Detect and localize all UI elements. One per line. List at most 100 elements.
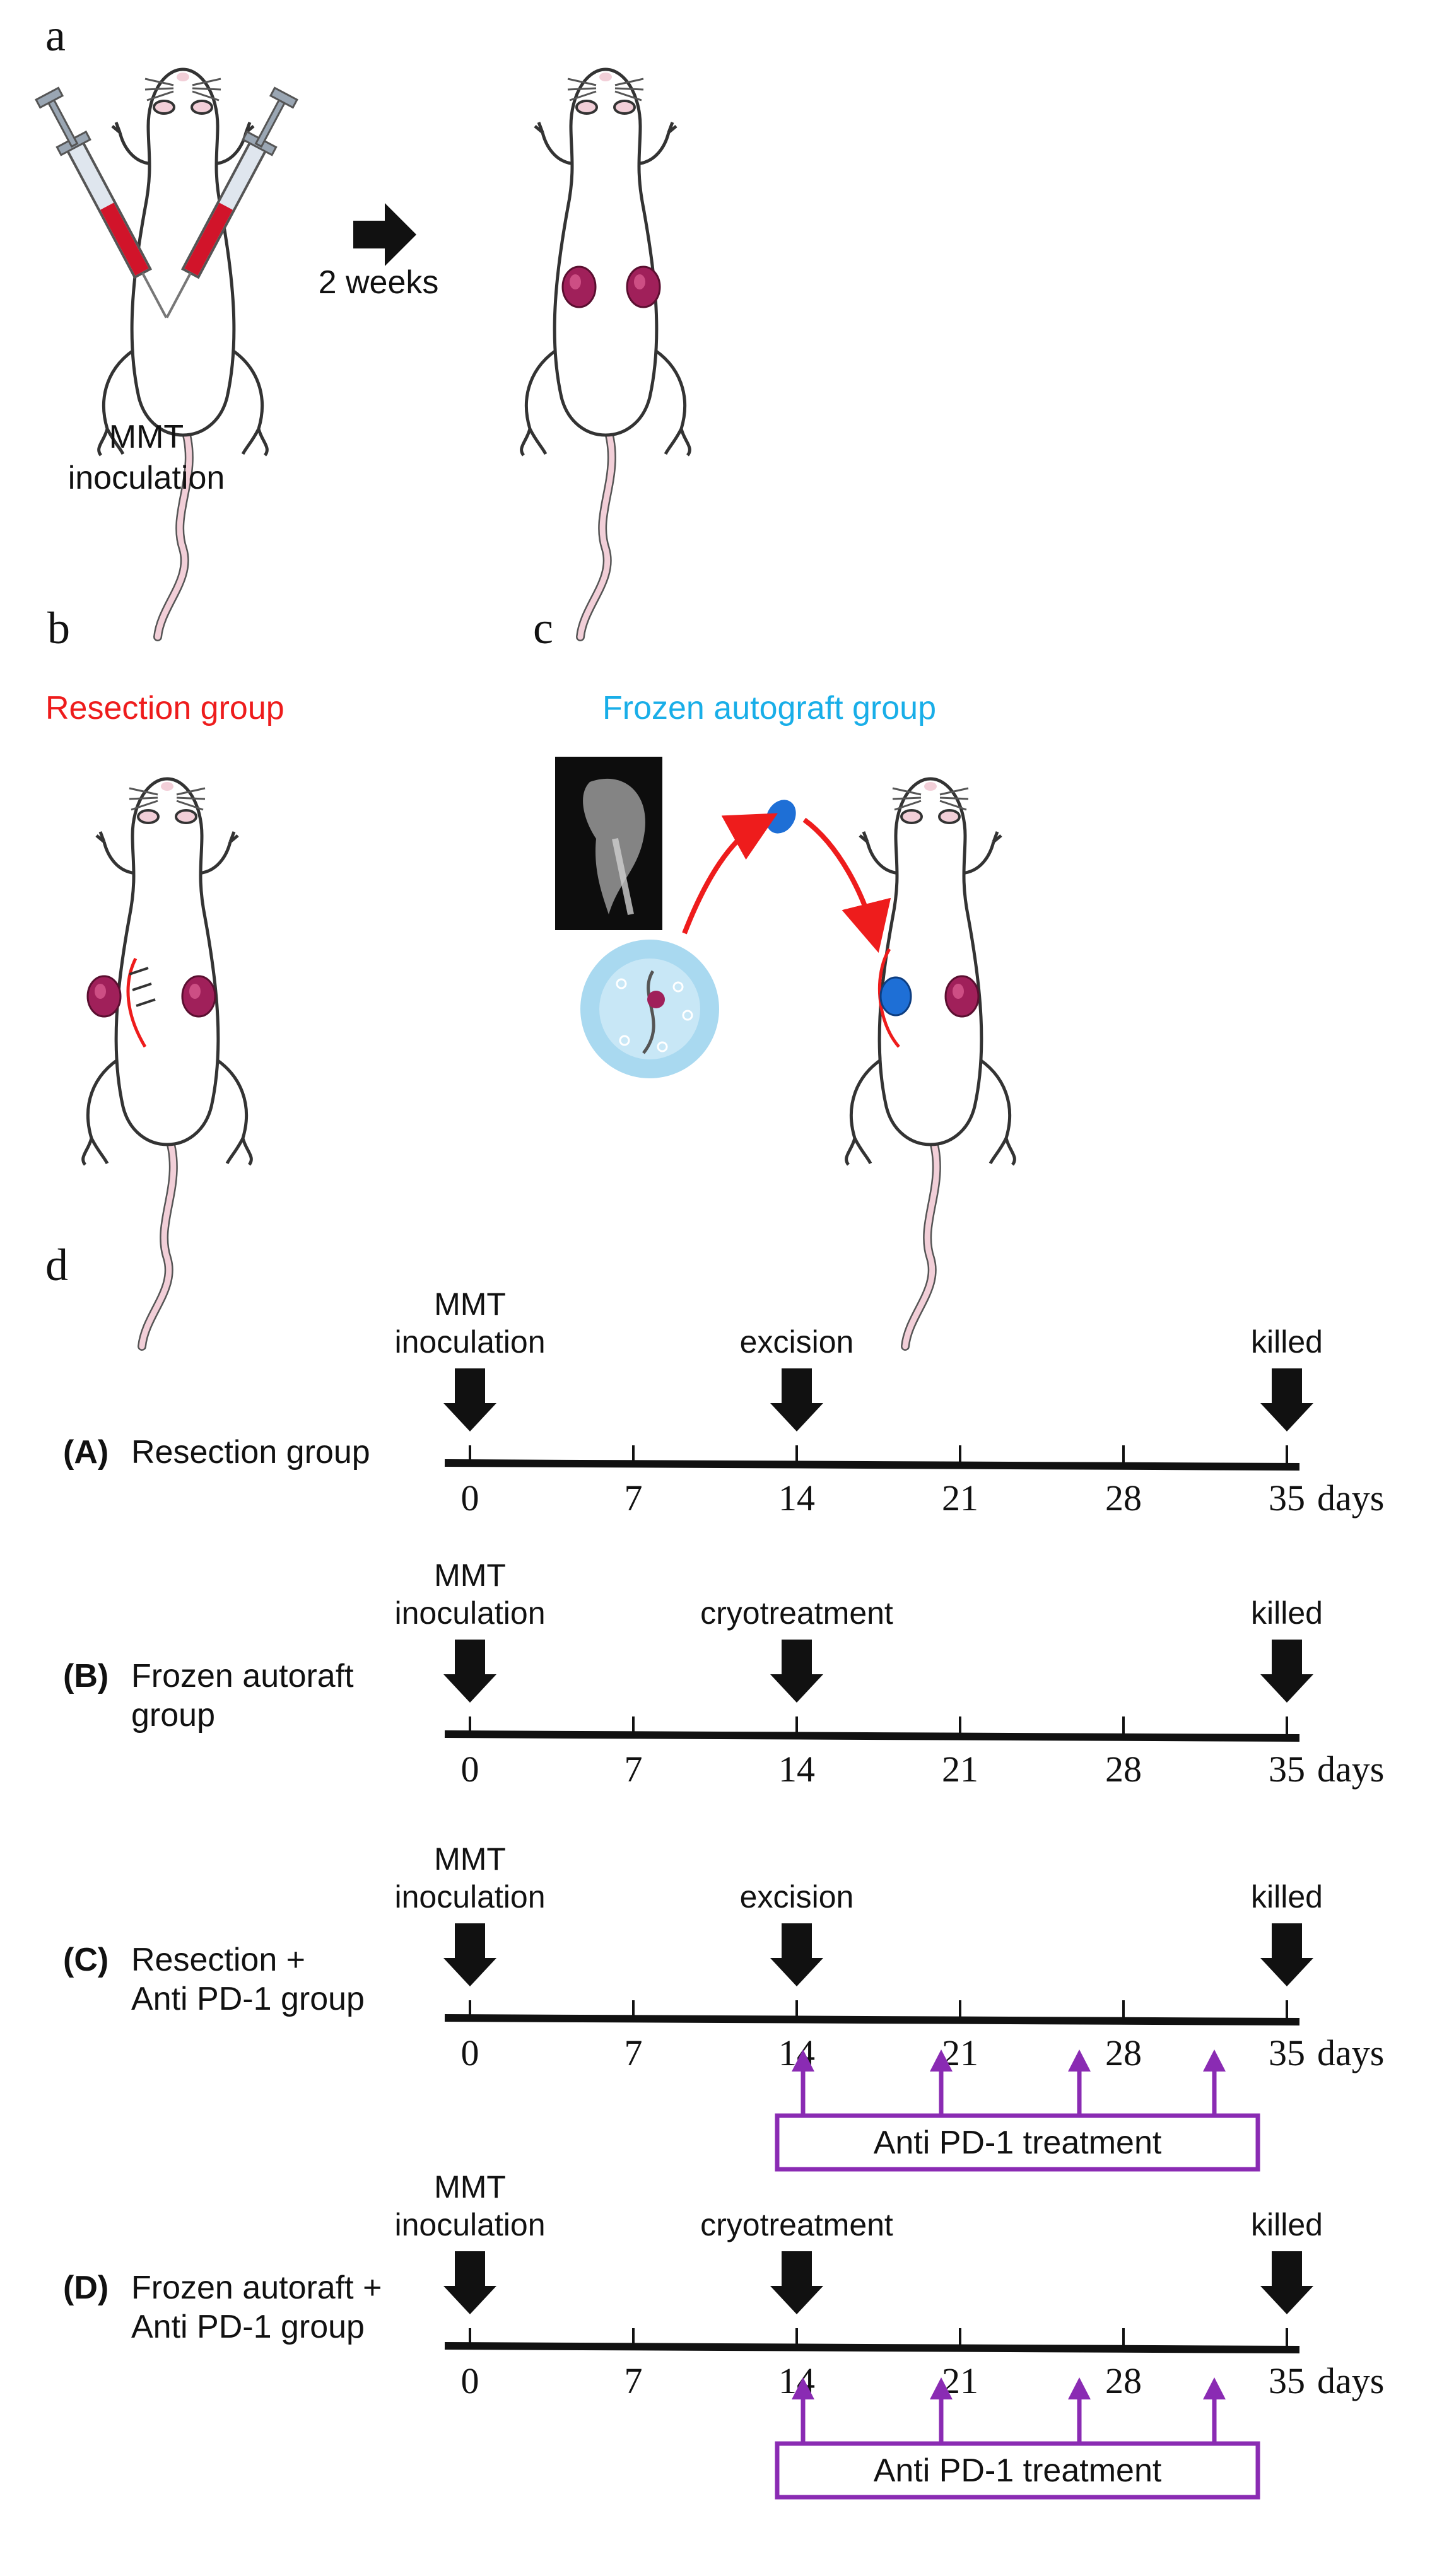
timeline-tick-label: 7 <box>625 1749 643 1790</box>
timeline-unit-label: days <box>1317 2360 1384 2401</box>
event-start-label-line2: inoculation <box>394 2207 545 2242</box>
treatment-label: Anti PD-1 treatment <box>874 2124 1162 2161</box>
event-start-label-line2: inoculation <box>394 1324 545 1360</box>
group-name-line2: Anti PD-1 group <box>131 1981 365 2017</box>
event-start-label-line1: MMT <box>434 1841 506 1877</box>
frozen-autograft-group-title: Frozen autograft group <box>602 690 936 726</box>
mid-event-arrow-icon <box>770 1640 823 1703</box>
event-end-label: killed <box>1251 1324 1323 1360</box>
treatment-arrow-icon <box>930 2377 953 2399</box>
timeline-tick-label: 0 <box>461 2032 479 2073</box>
panel-a-letter: a <box>45 10 66 61</box>
group-tag: (D) <box>63 2270 109 2306</box>
timeline-tick-label: 7 <box>625 2360 643 2401</box>
treatment-label: Anti PD-1 treatment <box>874 2452 1162 2489</box>
inoculation-label-line1: MMT <box>109 419 184 455</box>
timeline-tick-label: 14 <box>778 1477 815 1518</box>
event-mid-label: excision <box>740 1879 854 1915</box>
group-name-line2: group <box>131 1697 215 1734</box>
event-mid-label: cryotreatment <box>700 2207 893 2242</box>
interval-label: 2 weeks <box>319 264 439 301</box>
treatment-arrow-icon <box>1203 2049 1226 2072</box>
group-name-line1: Resection group <box>131 1434 370 1471</box>
mouse-resection <box>83 779 252 1346</box>
treatment-arrow-icon <box>1068 2049 1091 2072</box>
resection-group-title: Resection group <box>45 690 284 726</box>
group-tag: (C) <box>63 1942 109 1978</box>
group-tag: (B) <box>63 1658 109 1694</box>
timeline-axis <box>444 2342 1300 2353</box>
inoculation-arrow-icon <box>443 1640 496 1703</box>
treatment-arrow-icon <box>792 2377 814 2399</box>
timeline-axis <box>444 1459 1300 1471</box>
event-mid-label: cryotreatment <box>700 1595 893 1631</box>
end-event-arrow-icon <box>1260 1640 1313 1703</box>
end-event-arrow-icon <box>1260 1368 1313 1431</box>
mouse-inoculation <box>33 69 300 637</box>
end-event-arrow-icon <box>1260 2251 1313 2314</box>
timeline-tick-label: 35 <box>1269 2360 1305 2401</box>
timeline-unit-label: days <box>1317 2032 1384 2073</box>
red-arrow-icon <box>802 817 891 953</box>
event-start-label-line1: MMT <box>434 1558 506 1593</box>
frozen-tumor-icon <box>766 800 796 834</box>
panel-c-letter: c <box>533 603 553 653</box>
treatment-arrow-icon <box>1068 2377 1091 2399</box>
timeline-tick-label: 7 <box>625 2032 643 2073</box>
timeline-axis <box>444 1730 1300 1742</box>
timeline-tick-label: 35 <box>1269 2032 1305 2073</box>
right-arrow-icon <box>353 203 416 266</box>
event-mid-label: excision <box>740 1324 854 1360</box>
red-arrow-icon <box>682 813 778 935</box>
treatment-arrow-icon <box>930 2049 953 2072</box>
timeline-tick-label: 21 <box>942 1749 978 1790</box>
timeline-tick-label: 35 <box>1269 1477 1305 1518</box>
treatment-arrow-icon <box>792 2049 814 2072</box>
timeline-tick-label: 14 <box>778 1749 815 1790</box>
event-end-label: killed <box>1251 2207 1323 2242</box>
event-start-label-line1: MMT <box>434 2169 506 2205</box>
timeline-tick-label: 0 <box>461 1477 479 1518</box>
panel-b-letter: b <box>47 603 70 653</box>
panel-d-letter: d <box>45 1240 68 1290</box>
timeline-tick-label: 28 <box>1105 1477 1142 1518</box>
inoculation-arrow-icon <box>443 1368 496 1431</box>
mid-event-arrow-icon <box>770 2251 823 2314</box>
group-name-line2: Anti PD-1 group <box>131 2309 365 2345</box>
event-start-label-line2: inoculation <box>394 1595 545 1631</box>
timeline-tick-label: 7 <box>625 1477 643 1518</box>
group-name-line1: Frozen autoraft <box>131 1658 354 1694</box>
timeline-unit-label: days <box>1317 1477 1384 1518</box>
mouse-frozen-autograft <box>847 779 1015 1346</box>
mid-event-arrow-icon <box>770 1923 823 1986</box>
treatment-box <box>775 2441 1260 2500</box>
event-start-label-line2: inoculation <box>394 1879 545 1915</box>
end-event-arrow-icon <box>1260 1923 1313 1986</box>
timeline-axis <box>444 2014 1300 2025</box>
mouse-with-tumors <box>522 69 690 637</box>
group-tag: (A) <box>63 1434 109 1471</box>
xray-image <box>555 757 662 930</box>
inoculation-label-line2: inoculation <box>68 460 225 496</box>
timeline-tick-label: 0 <box>461 2360 479 2401</box>
timeline-tick-label: 35 <box>1269 1749 1305 1790</box>
event-start-label-line1: MMT <box>434 1286 506 1322</box>
inoculation-arrow-icon <box>443 1923 496 1986</box>
timeline-tick-label: 0 <box>461 1749 479 1790</box>
timeline-tick-label: 28 <box>1105 1749 1142 1790</box>
event-end-label: killed <box>1251 1879 1323 1915</box>
timeline-tick-label: 28 <box>1105 2032 1142 2073</box>
timeline-unit-label: days <box>1317 1749 1384 1790</box>
group-name-line1: Frozen autoraft + <box>131 2270 382 2306</box>
inoculation-arrow-icon <box>443 2251 496 2314</box>
timeline-tick-label: 28 <box>1105 2360 1142 2401</box>
treatment-arrow-icon <box>1203 2377 1226 2399</box>
mid-event-arrow-icon <box>770 1368 823 1431</box>
group-name-line1: Resection + <box>131 1942 305 1978</box>
treatment-box <box>775 2113 1260 2172</box>
event-end-label: killed <box>1251 1595 1323 1631</box>
timeline-tick-label: 21 <box>942 1477 978 1518</box>
cryotreatment-circle <box>580 940 719 1078</box>
